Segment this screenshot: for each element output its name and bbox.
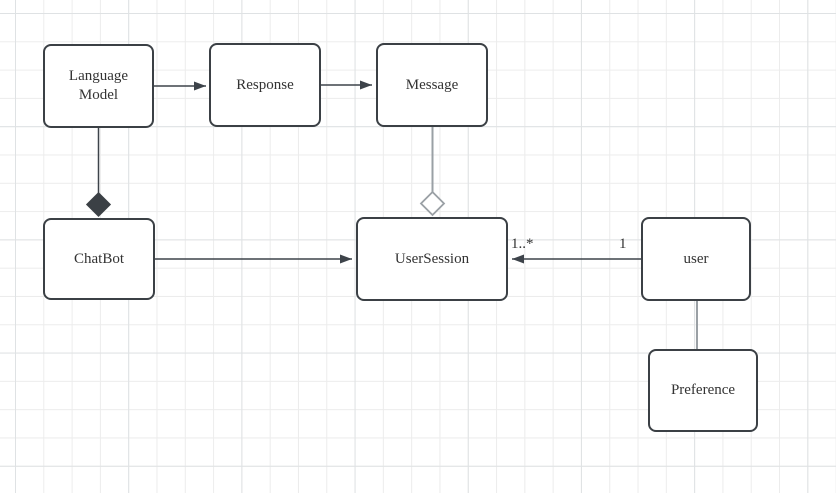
node-chatbot[interactable]: ChatBot: [43, 218, 155, 300]
node-message[interactable]: Message: [376, 43, 488, 127]
edge-languagemodel-to-chatbot-composition[interactable]: [85, 128, 112, 218]
node-language-model[interactable]: Language Model: [43, 44, 154, 128]
node-user[interactable]: user: [641, 217, 751, 301]
node-preference-label: Preference: [670, 382, 736, 399]
node-language-model-label: Language Model: [68, 68, 129, 103]
node-chatbot-label: ChatBot: [73, 250, 124, 267]
node-preference[interactable]: Preference: [648, 349, 758, 432]
node-response[interactable]: Response: [209, 43, 321, 127]
multiplicity-label-user: 1: [619, 236, 627, 252]
edge-message-to-usersession-aggregation[interactable]: [419, 127, 446, 217]
node-response-label: Response: [236, 76, 294, 93]
composition-diamond-icon: [85, 191, 112, 218]
multiplicity-label-usersession: 1..*: [511, 236, 534, 252]
node-user-label: user: [683, 250, 709, 267]
node-usersession-label: UserSession: [394, 250, 470, 267]
node-usersession[interactable]: UserSession: [356, 217, 508, 301]
aggregation-diamond-icon: [419, 190, 446, 217]
node-message-label: Message: [405, 76, 459, 93]
